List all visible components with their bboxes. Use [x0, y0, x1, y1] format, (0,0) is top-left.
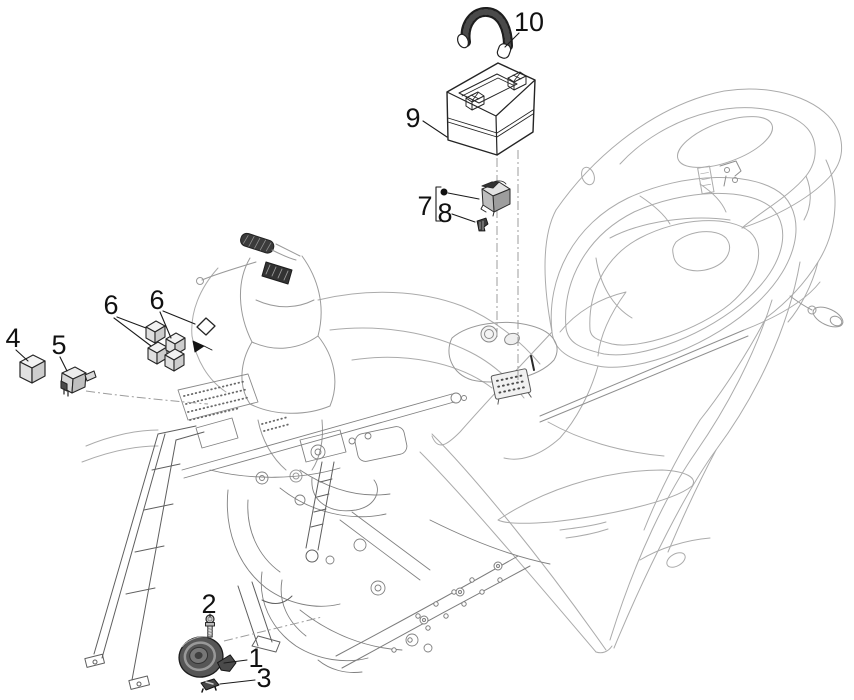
bullet-7 [440, 188, 448, 196]
leader-1 [223, 659, 248, 664]
handle-grip [240, 232, 275, 254]
callout-6b: 6 [149, 285, 164, 315]
callout-leaders [15, 32, 520, 685]
ignition-panel [261, 261, 293, 285]
relays-6-parts [145, 317, 216, 372]
starter-relay-part [60, 366, 97, 397]
leader-6b [159, 310, 196, 339]
leader-3 [219, 679, 256, 685]
leader-8 [451, 213, 476, 223]
callout-3: 3 [256, 663, 271, 693]
bracket-7 [435, 186, 442, 222]
relay-cube [145, 320, 166, 344]
battery-part [446, 62, 536, 156]
bin-sticker [697, 165, 715, 195]
leader-5 [59, 356, 68, 372]
callout-10: 10 [514, 7, 544, 37]
callout-6a: 6 [103, 290, 118, 320]
callout-7: 7 [417, 191, 432, 221]
leader-10 [504, 32, 520, 48]
regulator-part [480, 180, 511, 217]
callout-4: 4 [5, 323, 20, 353]
battery-terminal [507, 71, 527, 91]
battery-strap-part [456, 7, 513, 59]
parts [19, 7, 536, 693]
construction-lines [85, 150, 519, 642]
leader-6a [113, 316, 152, 347]
relay-cube [164, 348, 185, 372]
engine-art [177, 340, 551, 673]
regulator-screw-part [476, 217, 489, 232]
scooter-body-art [81, 88, 844, 654]
battery-terminal [465, 91, 485, 111]
fuse-box [490, 368, 532, 405]
callout-8: 8 [437, 198, 452, 228]
relay-cube [147, 341, 168, 365]
leader-4 [15, 349, 29, 362]
relay-cube-part [19, 354, 46, 384]
horn-part [178, 636, 237, 678]
horn-clamp-part [200, 678, 220, 693]
callout-2: 2 [201, 589, 216, 619]
callout-1: 1 [248, 643, 263, 673]
leader-9 [422, 120, 448, 138]
passenger-peg [789, 295, 844, 328]
handlebar-art [196, 232, 336, 483]
callout-labels: 10 9 7 8 4 5 6 6 2 1 3 [5, 7, 544, 693]
front-frame-art [84, 425, 531, 690]
callout-9: 9 [405, 103, 420, 133]
horn-bolt-part [205, 614, 215, 638]
seat-latch [719, 160, 742, 187]
diamond-connector [196, 317, 216, 336]
leader-7 [447, 192, 480, 200]
callout-5: 5 [51, 330, 66, 360]
